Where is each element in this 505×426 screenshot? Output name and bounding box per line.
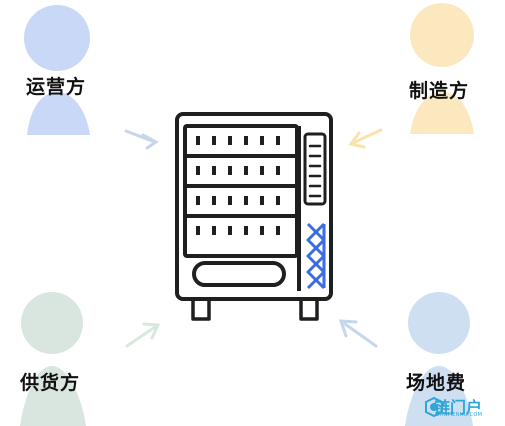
arrow-from-supplier	[125, 322, 161, 348]
venue-person-icon	[405, 292, 473, 426]
keypad-lines	[308, 144, 322, 198]
venue-label: 场地费	[406, 372, 467, 394]
operator-label: 运营方	[26, 76, 87, 98]
vending-machine-icon	[175, 112, 333, 321]
shelf-products	[196, 136, 280, 235]
watermark-subtext: LIANMENHU.COM	[435, 412, 483, 418]
arrow-from-manufacturer	[348, 128, 383, 149]
manufacturer-person-icon	[410, 3, 474, 134]
arrow-from-venue	[338, 319, 378, 348]
watermark-text: 链门户	[434, 398, 483, 417]
operator-person-icon	[24, 5, 90, 135]
watermark-logo-icon	[425, 396, 443, 418]
machine-accent-icon	[306, 222, 326, 290]
supplier-label: 供货方	[20, 372, 81, 394]
manufacturer-label: 制造方	[409, 80, 470, 102]
supplier-person-icon	[20, 292, 86, 426]
arrow-from-operator	[124, 129, 159, 150]
watermark: 链门户 LIANMENHU.COM	[414, 392, 502, 422]
